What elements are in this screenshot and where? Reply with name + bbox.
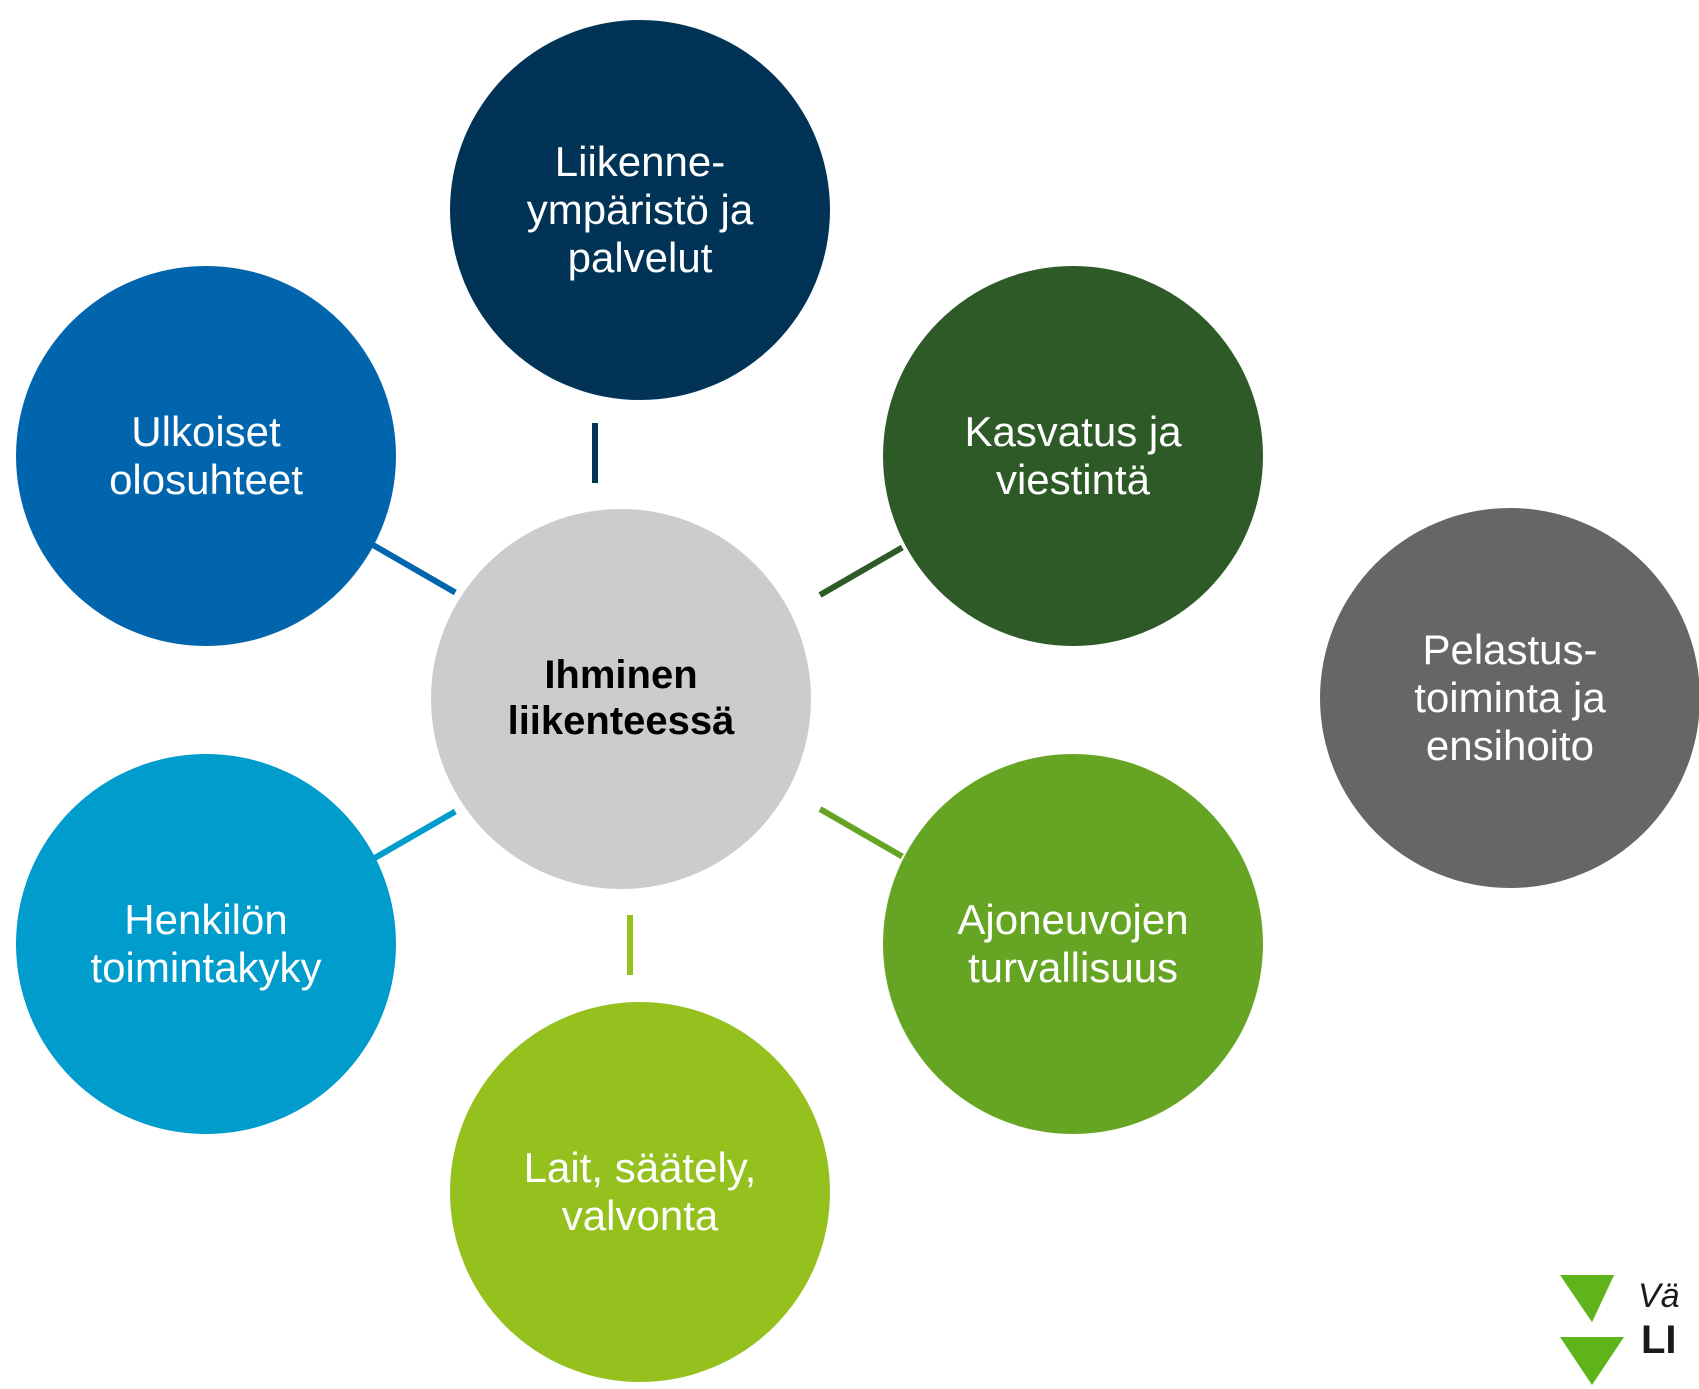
connector-kasvatus [818,544,904,598]
center-node-label: Ihminen liikenteessä [507,653,735,743]
connector-lait [627,915,633,975]
node-kasvatus: Kasvatus ja viestintä [883,266,1263,646]
node-henkilo: Henkilön toimintakyky [16,754,396,1134]
node-lait-label: Lait, säätely, valvonta [523,1144,757,1239]
node-pelastustoiminta: Pelastus- toiminta ja ensihoito [1320,508,1699,888]
logo-main-text: LI [1641,1318,1677,1362]
node-pelastustoiminta-label: Pelastus- toiminta ja ensihoito [1414,626,1606,769]
center-node: Ihminen liikenteessä [431,509,811,889]
node-ajoneuvot-label: Ajoneuvojen turvallisuus [957,896,1189,991]
connector-ajoneuvot [818,806,904,860]
organization-logo: Vä LI [1548,1265,1698,1389]
logo-mark-icon [1560,1271,1638,1385]
node-ulkoiset-label: Ulkoiset olosuhteet [109,408,303,503]
node-ulkoiset: Ulkoiset olosuhteet [16,266,396,646]
node-liikenneymparisto: Liikenne- ympäristö ja palvelut [450,20,830,400]
node-kasvatus-label: Kasvatus ja viestintä [964,408,1182,503]
logo-script-text: Vä [1638,1277,1680,1315]
node-henkilo-label: Henkilön toimintakyky [90,896,322,991]
node-ajoneuvot: Ajoneuvojen turvallisuus [883,754,1263,1134]
connector-liikenneymparisto [592,423,598,483]
connector-ulkoiset [371,542,457,596]
node-lait: Lait, säätely, valvonta [450,1002,830,1382]
connector-henkilo [371,808,457,862]
node-liikenneymparisto-label: Liikenne- ympäristö ja palvelut [526,138,754,281]
